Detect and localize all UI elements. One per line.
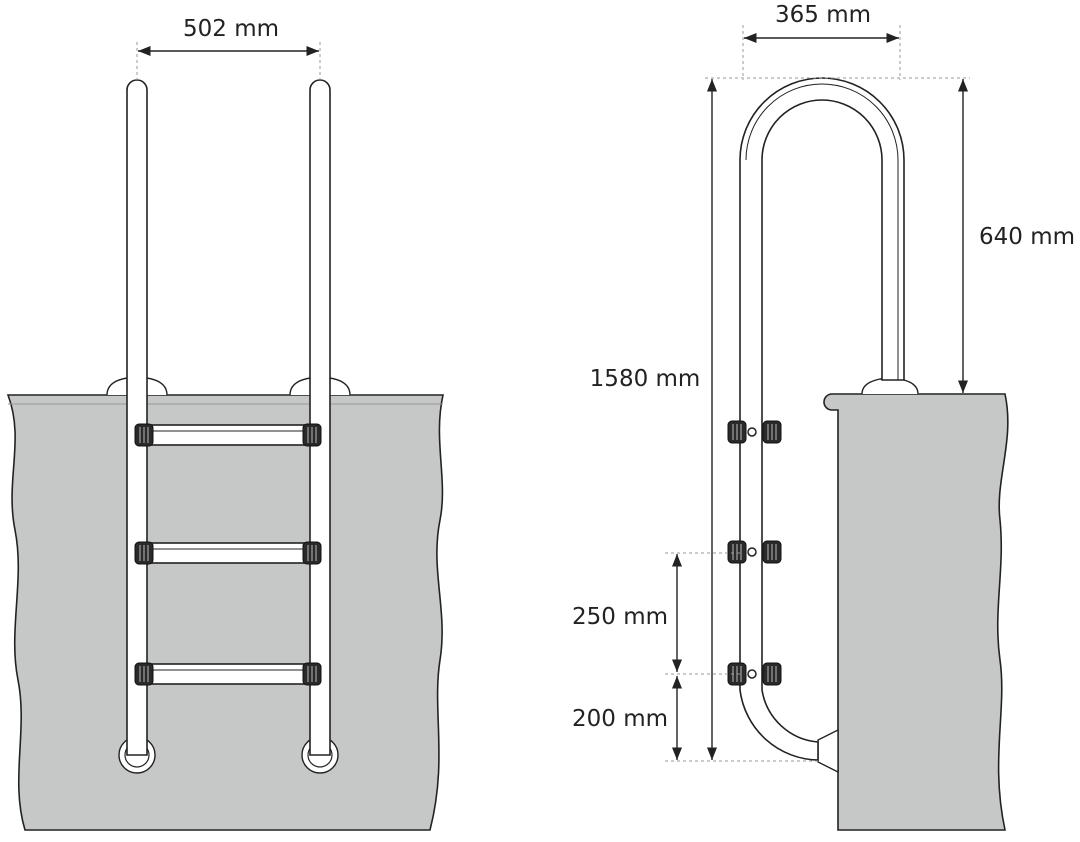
- wall-anchor: [817, 728, 839, 774]
- rail-right: [309, 79, 331, 756]
- rung: [134, 423, 322, 447]
- rung: [134, 541, 322, 565]
- pool-wall-front: [6, 394, 444, 831]
- step-mount: [727, 662, 782, 686]
- step-spacing-label: 250 mm: [572, 604, 668, 630]
- rail-left: [126, 79, 148, 756]
- bottom-offset-label: 200 mm: [572, 706, 668, 732]
- handrail-pipe: [739, 77, 905, 761]
- handrail-height-label: 640 mm: [979, 224, 1075, 250]
- step-mount: [727, 420, 782, 444]
- base-plate-side: [861, 378, 919, 395]
- width-label: 502 mm: [183, 16, 279, 42]
- depth-label: 365 mm: [775, 2, 871, 28]
- step-mount: [727, 540, 782, 564]
- pool-wall-side: [823, 393, 1009, 831]
- front-view: 502 mm: [6, 16, 444, 831]
- side-view: 365 mm 640 mm 1580 mm 250 mm 200 mm: [572, 2, 1075, 831]
- total-height-label: 1580 mm: [590, 366, 701, 392]
- rung: [134, 662, 322, 686]
